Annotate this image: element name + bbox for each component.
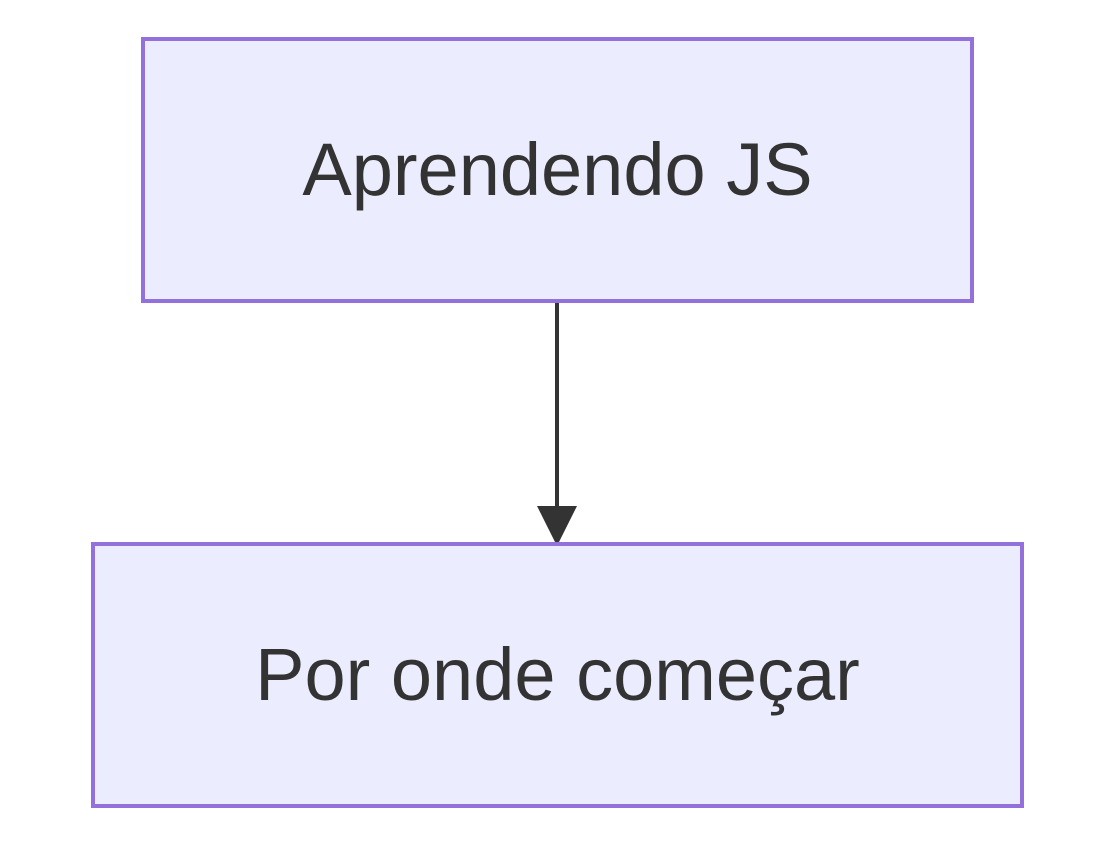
edge-arrowhead-icon [537,506,577,546]
node-label: Por onde começar [255,633,860,716]
node-label: Aprendendo JS [302,128,813,211]
node-por-onde-comecar: Por onde começar [91,542,1024,808]
node-aprendendo-js: Aprendendo JS [141,37,974,303]
